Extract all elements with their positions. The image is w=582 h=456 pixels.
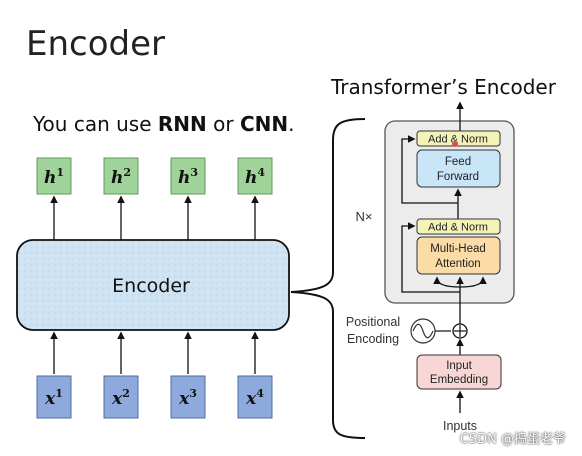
watermark: CSDN @捣蛋老爷 (459, 432, 566, 447)
svg-text:h1: h1 (44, 166, 64, 188)
svg-text:x2: x2 (111, 387, 130, 409)
input-arrows (50, 331, 259, 374)
subtitle-prefix: You can use (33, 112, 158, 136)
output-h3-base: h (178, 168, 190, 188)
encoder-layer-block (384, 120, 515, 304)
add-norm-top-label: Add & Norm (428, 134, 488, 146)
input-x3: x3 (170, 375, 206, 419)
cursor-marker (452, 141, 458, 147)
output-arrows (50, 195, 259, 240)
output-h1: h1 (36, 157, 72, 195)
output-h2-base: h (111, 168, 123, 188)
subtitle-cnn: CNN (239, 112, 289, 136)
svg-text:h4: h4 (245, 166, 265, 188)
add-norm-top (416, 130, 501, 147)
encoder-block (16, 239, 290, 331)
subtitle-mid: or (206, 112, 240, 136)
input-x3-sup: 3 (189, 387, 197, 400)
input-x2-base: x (111, 389, 123, 409)
input-x3-base: x (178, 389, 190, 409)
input-x2-sup: 2 (122, 387, 130, 400)
output-h3: h3 (170, 157, 206, 195)
multi-head-attention-box (416, 236, 501, 275)
svg-text:x4: x4 (245, 387, 264, 409)
input-embedding-label-1: Input (446, 360, 472, 372)
input-x1: x1 (36, 375, 72, 419)
subtitle-rnn: RNN (157, 112, 207, 136)
output-h4-base: h (245, 168, 257, 188)
input-x1-sup: 1 (55, 387, 63, 400)
input-embedding-label-2: Embedding (430, 374, 488, 386)
subtitle: You can use RNN or CNN. (33, 112, 294, 136)
add-norm-bottom (416, 218, 501, 235)
multi-head-label-1: Multi-Head (430, 243, 486, 255)
subtitle-suffix: . (288, 112, 295, 136)
positional-label-1: Positional (346, 315, 400, 329)
input-x4: x4 (237, 375, 273, 419)
curly-brace (290, 118, 366, 439)
output-h1-base: h (44, 168, 56, 188)
feed-forward-label-1: Feed (445, 156, 471, 168)
transformer-title: Transformer’s Encoder (331, 75, 556, 99)
nx-label: N× (356, 209, 373, 224)
add-norm-bottom-label: Add & Norm (428, 222, 488, 234)
input-x4-sup: 4 (256, 387, 264, 400)
multi-head-label-2: Attention (435, 258, 480, 270)
output-h3-sup: 3 (190, 166, 198, 179)
positional-label-2: Encoding (347, 332, 399, 346)
output-h4-sup: 4 (257, 166, 265, 179)
svg-text:h3: h3 (178, 166, 198, 188)
feed-forward-label-2: Forward (437, 171, 479, 183)
output-h1-sup: 1 (56, 166, 64, 179)
svg-text:x3: x3 (178, 387, 197, 409)
encoder-label: Encoder (112, 275, 190, 297)
feed-forward-box (416, 149, 501, 188)
svg-text:x1: x1 (44, 387, 63, 409)
input-x2: x2 (103, 375, 139, 419)
output-h4: h4 (237, 157, 273, 195)
svg-text:h2: h2 (111, 166, 131, 188)
output-h2-sup: 2 (123, 166, 131, 179)
slide-title: Encoder (26, 24, 166, 64)
inputs-label: Inputs (443, 419, 477, 433)
input-embedding-box (416, 354, 502, 390)
output-h2: h2 (103, 157, 139, 195)
input-x4-base: x (245, 389, 257, 409)
transformer-encoder: N× Add & Norm Feed Forward Add & Norm Mu… (346, 101, 515, 433)
input-x1-base: x (44, 389, 56, 409)
